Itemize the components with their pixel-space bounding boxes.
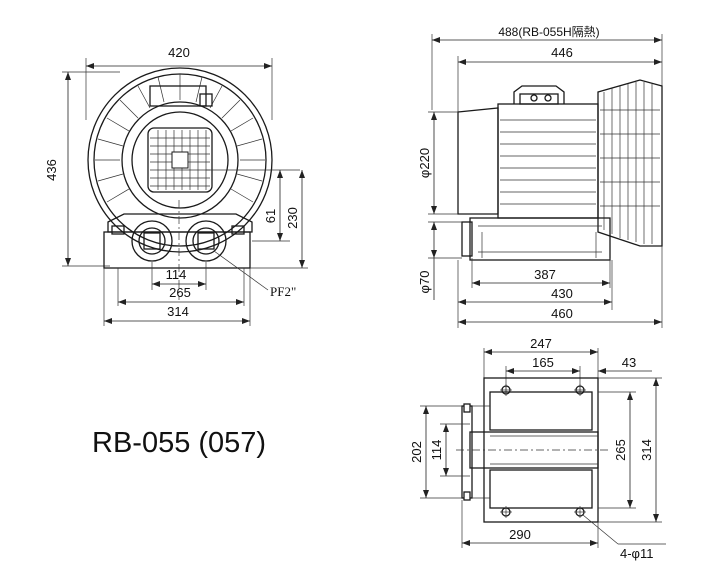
cooling-fins — [95, 74, 265, 203]
dim-width-290: 290 — [509, 527, 531, 542]
dim-height-114: 114 — [429, 440, 444, 461]
front-view: 420 436 — [44, 45, 308, 326]
dim-length-446: 446 — [551, 45, 573, 60]
dim-hole-spacing-165: 165 — [532, 355, 554, 370]
dim-height-230: 230 — [285, 207, 300, 229]
dim-height-202: 202 — [409, 441, 424, 463]
mounting-holes-label: 4-φ11 — [620, 546, 653, 561]
dim-width-420: 420 — [168, 45, 190, 60]
dim-length-460: 460 — [551, 306, 573, 321]
bottom-view: 247 165 43 — [409, 336, 666, 561]
fan-grille — [150, 130, 210, 190]
port-thread-label: PF2" — [270, 284, 296, 299]
dim-height-436: 436 — [44, 159, 59, 181]
dim-width-247: 247 — [530, 336, 552, 351]
dim-outlet-61: 61 — [263, 209, 278, 223]
dim-edge-43: 43 — [622, 355, 636, 370]
dim-height-314: 314 — [639, 439, 654, 461]
dim-base-inner-265: 265 — [169, 285, 191, 300]
dim-base-outer-314: 314 — [167, 304, 189, 319]
dim-length-387: 387 — [534, 267, 556, 282]
housing-fins — [600, 82, 660, 244]
dim-overall-488: 488(RB-055H隔熱) — [498, 25, 599, 39]
dim-port-spacing-114: 114 — [166, 267, 187, 282]
dim-port-dia-70: φ70 — [417, 271, 432, 294]
model-title: RB-055 (057) — [92, 427, 266, 459]
side-view: 488(RB-055H隔熱) 446 — [417, 25, 663, 328]
dim-motor-dia-220: φ220 — [417, 148, 432, 178]
dim-height-265: 265 — [613, 439, 628, 461]
mounting-holes — [500, 384, 586, 518]
dim-length-430: 430 — [551, 286, 573, 301]
motor-fins — [500, 119, 596, 205]
